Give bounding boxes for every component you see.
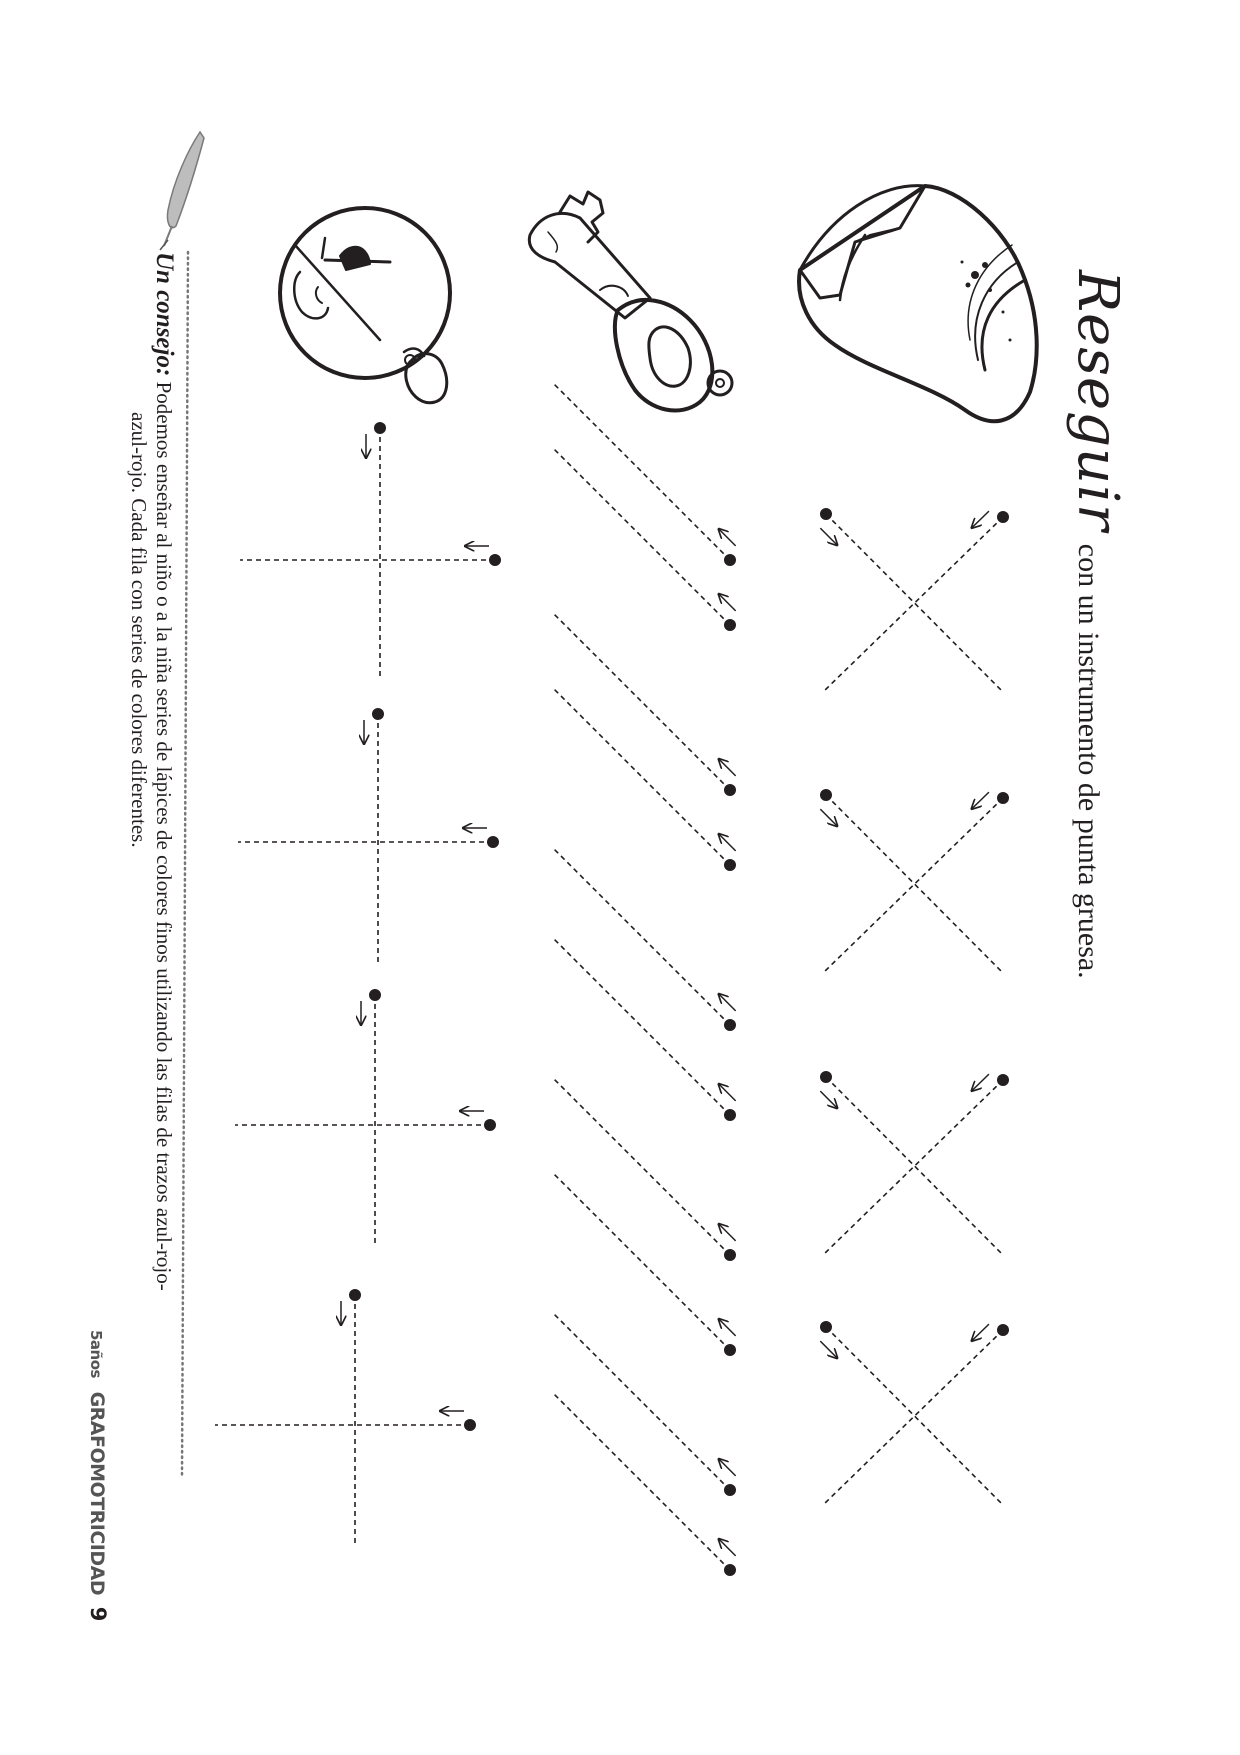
start-dot bbox=[484, 1119, 496, 1131]
title-instruction: con un instrumento de punta gruesa. bbox=[1072, 543, 1105, 979]
direction-arrow bbox=[972, 1073, 990, 1091]
direction-arrow bbox=[719, 529, 737, 547]
x-stroke-down bbox=[822, 516, 1004, 693]
x-stroke-up bbox=[825, 513, 1004, 693]
footer-book-title: GRAFOMOTRICIDAD bbox=[86, 1391, 108, 1596]
start-dot bbox=[369, 989, 381, 1001]
start-dot bbox=[374, 422, 386, 434]
direction-arrow bbox=[719, 594, 737, 612]
direction-arrow bbox=[719, 1084, 737, 1102]
pencil-tip-icon bbox=[797, 184, 1039, 424]
start-dot bbox=[489, 554, 501, 566]
start-dot bbox=[997, 792, 1009, 804]
direction-arrow bbox=[972, 791, 990, 809]
start-dot bbox=[724, 784, 736, 796]
direction-arrow bbox=[972, 1323, 990, 1341]
diagonal-stroke bbox=[551, 446, 731, 626]
start-dot bbox=[464, 1419, 476, 1431]
x-stroke-down bbox=[822, 1329, 1004, 1506]
start-dot bbox=[372, 708, 384, 720]
diagonal-stroke bbox=[551, 1076, 731, 1256]
start-dot bbox=[724, 554, 736, 566]
separator-line bbox=[180, 250, 190, 1477]
start-dot bbox=[820, 1071, 832, 1083]
start-dot bbox=[724, 859, 736, 871]
direction-arrow bbox=[719, 994, 737, 1012]
diagonal-stroke bbox=[551, 686, 731, 866]
direction-arrow bbox=[719, 834, 737, 852]
start-dot bbox=[997, 511, 1009, 523]
start-dot bbox=[724, 1484, 736, 1496]
direction-arrow bbox=[719, 759, 737, 777]
page-number: 9 bbox=[86, 1606, 110, 1622]
diagonal-stroke bbox=[551, 1391, 731, 1571]
diagonal-stroke bbox=[551, 1311, 731, 1491]
start-dot bbox=[724, 1249, 736, 1261]
start-dot bbox=[820, 1321, 832, 1333]
direction-arrow bbox=[819, 1340, 837, 1358]
direction-arrows bbox=[341, 434, 990, 1557]
direction-arrow bbox=[719, 1224, 737, 1242]
diagonal-stroke bbox=[551, 611, 731, 791]
footer-age: 5años bbox=[87, 1330, 105, 1378]
start-dot bbox=[997, 1074, 1009, 1086]
x-stroke-up bbox=[825, 1076, 1004, 1256]
start-dot bbox=[349, 1289, 361, 1301]
diagonal-stroke bbox=[551, 846, 731, 1026]
start-dot bbox=[820, 789, 832, 801]
keyring-icon bbox=[278, 206, 452, 405]
x-stroke-up bbox=[825, 794, 1004, 974]
advice-label: Un consejo: bbox=[151, 252, 178, 377]
x-stroke-up bbox=[825, 1326, 1004, 1506]
tracing-guides bbox=[215, 381, 1004, 1571]
diagonal-stroke bbox=[551, 1171, 731, 1351]
direction-arrow bbox=[972, 510, 990, 528]
start-dot bbox=[724, 1564, 736, 1576]
start-dots bbox=[349, 422, 1009, 1576]
advice-text-1: Podemos enseñar al niño o a la niña seri… bbox=[152, 381, 176, 1291]
page-footer: 5años GRAFOMOTRICIDAD 9 bbox=[86, 1330, 110, 1621]
quill-icon bbox=[159, 130, 205, 251]
start-dot bbox=[820, 508, 832, 520]
diagonal-stroke bbox=[551, 936, 731, 1116]
direction-arrow bbox=[819, 527, 837, 545]
direction-arrow bbox=[719, 1459, 737, 1477]
direction-arrow bbox=[719, 1319, 737, 1337]
start-dot bbox=[724, 1019, 736, 1031]
key-icon bbox=[527, 190, 734, 413]
diagonal-stroke bbox=[551, 381, 731, 561]
direction-arrow bbox=[719, 1539, 737, 1557]
x-stroke-down bbox=[822, 1079, 1004, 1256]
advice-line-1: Un consejo: Podemos enseñar al niño o a … bbox=[150, 252, 178, 1291]
advice-line-2: azul-rojo. Cada fila con series de color… bbox=[127, 412, 151, 848]
start-dot bbox=[724, 1344, 736, 1356]
start-dot bbox=[487, 836, 499, 848]
title: Reseguir con un instrumento de punta gru… bbox=[1065, 270, 1130, 979]
start-dot bbox=[724, 619, 736, 631]
title-script-word: Reseguir bbox=[1065, 270, 1130, 532]
start-dot bbox=[724, 1109, 736, 1121]
direction-arrow bbox=[819, 808, 837, 826]
direction-arrow bbox=[819, 1090, 837, 1108]
start-dot bbox=[997, 1324, 1009, 1336]
x-stroke-down bbox=[822, 797, 1004, 974]
